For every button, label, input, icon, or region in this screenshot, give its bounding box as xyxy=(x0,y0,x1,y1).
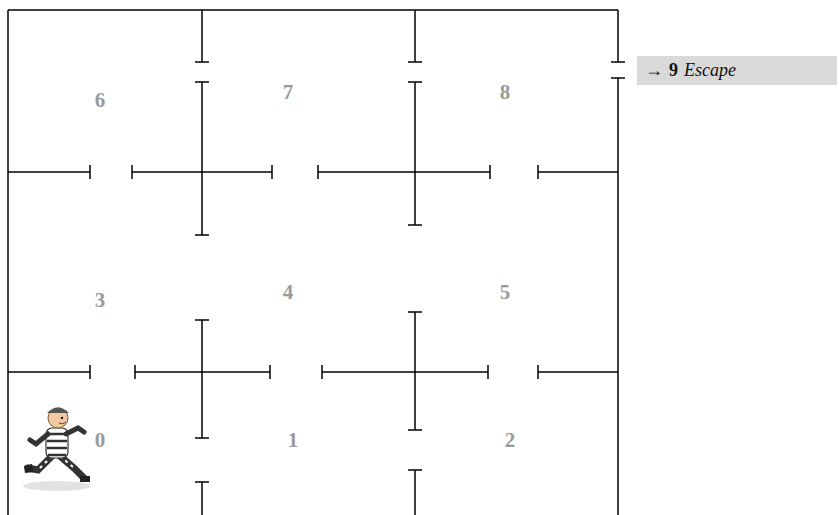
wall-segment xyxy=(408,311,422,313)
wall-segment xyxy=(537,165,539,179)
room-number: 7 xyxy=(283,82,294,103)
exit-text: Escape xyxy=(684,60,736,81)
wall-segment xyxy=(408,224,422,226)
wall-segment xyxy=(414,470,416,515)
wall-lines xyxy=(8,10,625,515)
wall-segment xyxy=(8,9,618,11)
prisoner-icon xyxy=(23,408,91,492)
room-number: 6 xyxy=(95,90,106,111)
exit-text: → xyxy=(645,60,663,81)
wall-segment xyxy=(617,78,619,515)
wall-segment xyxy=(414,10,416,62)
wall-segment xyxy=(195,81,209,83)
wall-segment xyxy=(89,165,91,179)
wall-segment xyxy=(414,312,416,430)
room-number: 2 xyxy=(505,430,516,451)
wall-segment xyxy=(195,319,209,321)
wall-segment xyxy=(201,320,203,438)
wall-segment xyxy=(201,482,203,515)
wall-segment xyxy=(538,371,618,373)
wall-segment xyxy=(318,171,490,173)
wall-segment xyxy=(408,61,422,63)
wall-segment xyxy=(617,10,619,62)
wall-segment xyxy=(537,365,539,379)
wall-segment xyxy=(201,10,203,62)
wall-segment xyxy=(131,165,133,179)
exit-box: → 9 Escape xyxy=(637,56,837,85)
wall-segment xyxy=(611,61,625,63)
wall-segment xyxy=(8,171,90,173)
wall-segment xyxy=(195,481,209,483)
wall-segment xyxy=(269,365,271,379)
room-number: 4 xyxy=(283,282,294,303)
wall-segment xyxy=(487,365,489,379)
room-number: 3 xyxy=(95,290,106,311)
room-number: 1 xyxy=(288,430,299,451)
room-number: 8 xyxy=(500,82,511,103)
wall-segment xyxy=(408,469,422,471)
wall-segment xyxy=(538,171,618,173)
wall-segment xyxy=(195,234,209,236)
wall-segment xyxy=(414,82,416,225)
wall-segment xyxy=(8,371,90,373)
wall-segment xyxy=(408,81,422,83)
wall-segment xyxy=(317,165,319,179)
wall-segment xyxy=(489,165,491,179)
wall-segment xyxy=(408,429,422,431)
wall-segment xyxy=(7,10,9,515)
wall-segment xyxy=(89,365,91,379)
room-number: 5 xyxy=(500,282,511,303)
wall-segment xyxy=(271,165,273,179)
wall-segment xyxy=(322,371,488,373)
room-number: 0 xyxy=(95,430,106,451)
wall-segment xyxy=(611,77,625,79)
wall-segment xyxy=(195,437,209,439)
wall-segment xyxy=(321,365,323,379)
wall-segment xyxy=(135,371,270,373)
exit-text: 9 xyxy=(669,60,678,81)
wall-segment xyxy=(201,82,203,235)
wall-segment xyxy=(195,61,209,63)
wall-segment xyxy=(132,171,272,173)
wall-segment xyxy=(134,365,136,379)
